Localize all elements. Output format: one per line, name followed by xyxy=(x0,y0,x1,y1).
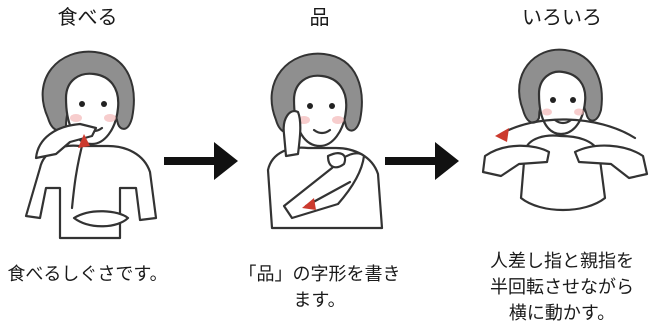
panel-caption: 人差し指と親指を 半回転させながら 横に動かす。 xyxy=(465,249,659,327)
panel-title: いろいろ xyxy=(522,5,602,29)
panel-iroiro: いろいろ 人差し指と親指を 半回転させながら 横に動かす。 xyxy=(465,0,659,325)
caption-line: 「品」の字形を書きます。 xyxy=(238,264,401,311)
panel-taberu: 食べる 食べるしぐさです。 xyxy=(0,0,175,325)
caption-line: 横に動かす。 xyxy=(508,303,616,324)
signer-illustration-goods xyxy=(266,52,384,230)
panel-title: 品 xyxy=(309,5,330,29)
panel-caption: 食べるしぐさです。 xyxy=(0,262,175,288)
signer-illustration-eat xyxy=(24,50,158,240)
panel-hin: 品 「品」の字形を書きます。 xyxy=(232,0,407,325)
caption-line: 食べるしぐさです。 xyxy=(7,264,168,285)
caption-line: 半回転させながら xyxy=(490,277,634,298)
panel-title: 食べる xyxy=(57,5,118,29)
caption-line: 人差し指と親指を xyxy=(490,251,634,272)
panel-caption: 「品」の字形を書きます。 xyxy=(232,262,407,314)
signer-illustration-various xyxy=(481,48,649,212)
right-arrow-icon xyxy=(162,136,240,190)
right-arrow-icon xyxy=(383,136,461,190)
